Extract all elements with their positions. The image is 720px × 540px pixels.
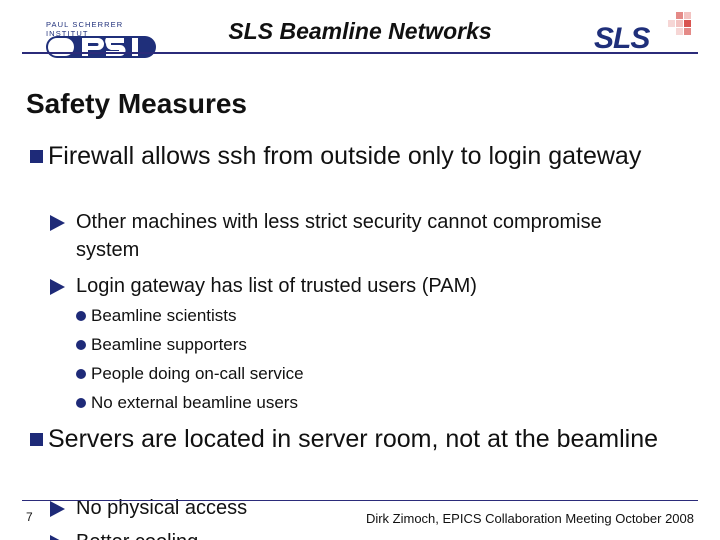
header-divider (22, 52, 698, 54)
sls-logo: SLS (592, 10, 698, 55)
triangle-bullet-icon (50, 279, 65, 295)
triangle-bullet-icon (50, 215, 65, 231)
list-item-text: Beamline scientists (91, 306, 237, 325)
list-item-text: Beamline supporters (91, 335, 247, 354)
sls-logo-mark: SLS (594, 12, 691, 55)
page-number: 7 (26, 510, 33, 524)
list-item-text: No external beamline users (91, 393, 298, 412)
sub-bullet-text: Better cooling (76, 528, 656, 540)
footer-divider (22, 500, 698, 501)
sub-bullet-text: Login gateway has list of trusted users … (76, 275, 477, 297)
square-bullet-icon (30, 150, 43, 163)
list-item-text: People doing on-call service (91, 364, 304, 383)
footer-credit: Dirk Zimoch, EPICS Collaboration Meeting… (365, 511, 694, 526)
header-title: SLS Beamline Networks (228, 18, 492, 44)
psi-logo-caption: PAUL SCHERRER INSTITUT (46, 20, 124, 38)
triangle-bullet-icon (50, 535, 65, 540)
dot-bullet-icon (76, 398, 86, 408)
dot-bullet-icon (76, 340, 86, 350)
dot-bullet-icon (76, 369, 86, 379)
sub-bullet-text: No physical access (76, 497, 248, 519)
square-bullet-icon (30, 433, 43, 446)
bullet-text: Servers are located in server room, not … (48, 425, 659, 453)
section-title: Safety Measures (26, 88, 248, 119)
triangle-bullet-icon (50, 501, 65, 517)
sub-bullet-text: Other machines with less strict security… (76, 211, 602, 261)
svg-text:SLS: SLS (594, 22, 650, 52)
dot-bullet-icon (76, 311, 86, 321)
bullet-text: Firewall allows ssh from outside only to… (48, 142, 642, 170)
